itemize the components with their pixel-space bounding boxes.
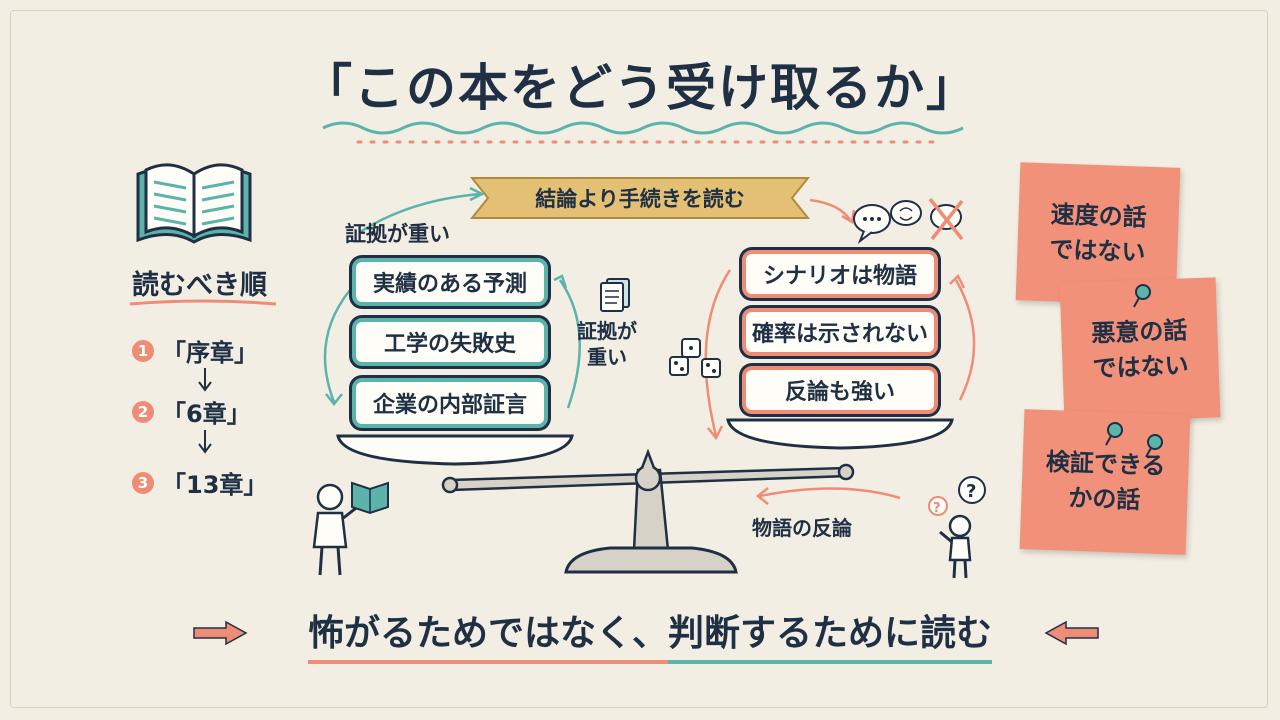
right-item-3: 反論も強い — [742, 366, 938, 414]
page-title: 「この本をどう受け取るか」 — [302, 59, 978, 117]
pushpin-icon — [1133, 284, 1151, 308]
document-icon — [600, 278, 630, 312]
open-book-icon — [136, 163, 252, 244]
order-item-label: 「序章」 — [162, 339, 258, 367]
note-line: かの話 — [1067, 483, 1141, 515]
pushpin-icon — [1145, 434, 1163, 458]
bottom-message-part1: 怖がるためではなく、 — [307, 613, 668, 664]
order-item-1: 1 「序章」 — [132, 333, 258, 368]
bottom-message-part2: 判断するために読む — [668, 613, 993, 664]
svg-text:?: ? — [933, 501, 941, 516]
order-item-label: 「6章」 — [162, 400, 251, 428]
right-bottom-label: 物語の反論 — [752, 516, 852, 540]
heading-underline — [129, 299, 277, 306]
page-frame — [10, 10, 1268, 708]
order-item-label: 「13章」 — [162, 471, 268, 499]
right-arrow-icon — [193, 620, 248, 646]
bottom-message: 怖がるためではなく、判断するために読む — [255, 604, 1045, 664]
down-arrow-icon — [198, 430, 212, 454]
banner-ribbon — [470, 177, 810, 219]
note-line: 悪意の話 — [1090, 316, 1188, 348]
person-with-book-icon — [312, 481, 389, 576]
left-arrow-icon — [1044, 620, 1099, 646]
order-item-3: 3 「13章」 — [132, 465, 267, 500]
note-line: 速度の話 — [1050, 200, 1148, 232]
number-badge: 3 — [132, 471, 154, 494]
svg-text:?: ? — [966, 481, 976, 502]
speech-bubbles-icon — [853, 197, 964, 244]
right-item-2: 確率は示されない — [742, 308, 938, 356]
right-item-1: シナリオは物語 — [742, 250, 938, 298]
pushpin-icon — [1105, 422, 1123, 446]
left-item-1: 実績のある予測 — [352, 258, 548, 306]
banner-label: 結論より手続きを読む — [535, 187, 745, 211]
questioning-person-icon: ? ? — [928, 476, 986, 579]
left-item-2: 工学の失敗史 — [352, 318, 548, 366]
reading-order-heading: 読むべき順 — [132, 270, 267, 301]
left-side-label-line2: 重い — [587, 345, 627, 369]
order-item-2: 2 「6章」 — [132, 394, 251, 429]
note-line: ではない — [1048, 235, 1146, 267]
left-side-label-line1: 証拠が — [577, 319, 637, 343]
balance-scale — [323, 186, 976, 574]
title-wave-underline — [322, 121, 964, 144]
note-line: ではない — [1092, 351, 1190, 383]
number-badge: 2 — [132, 400, 154, 423]
left-top-label: 証拠が重い — [345, 222, 450, 246]
left-side-label: 証拠が 重い — [572, 318, 642, 370]
left-item-3: 企業の内部証言 — [352, 378, 548, 428]
down-arrow-icon — [198, 368, 212, 392]
number-badge: 1 — [132, 339, 154, 362]
dice-icon — [669, 338, 721, 378]
